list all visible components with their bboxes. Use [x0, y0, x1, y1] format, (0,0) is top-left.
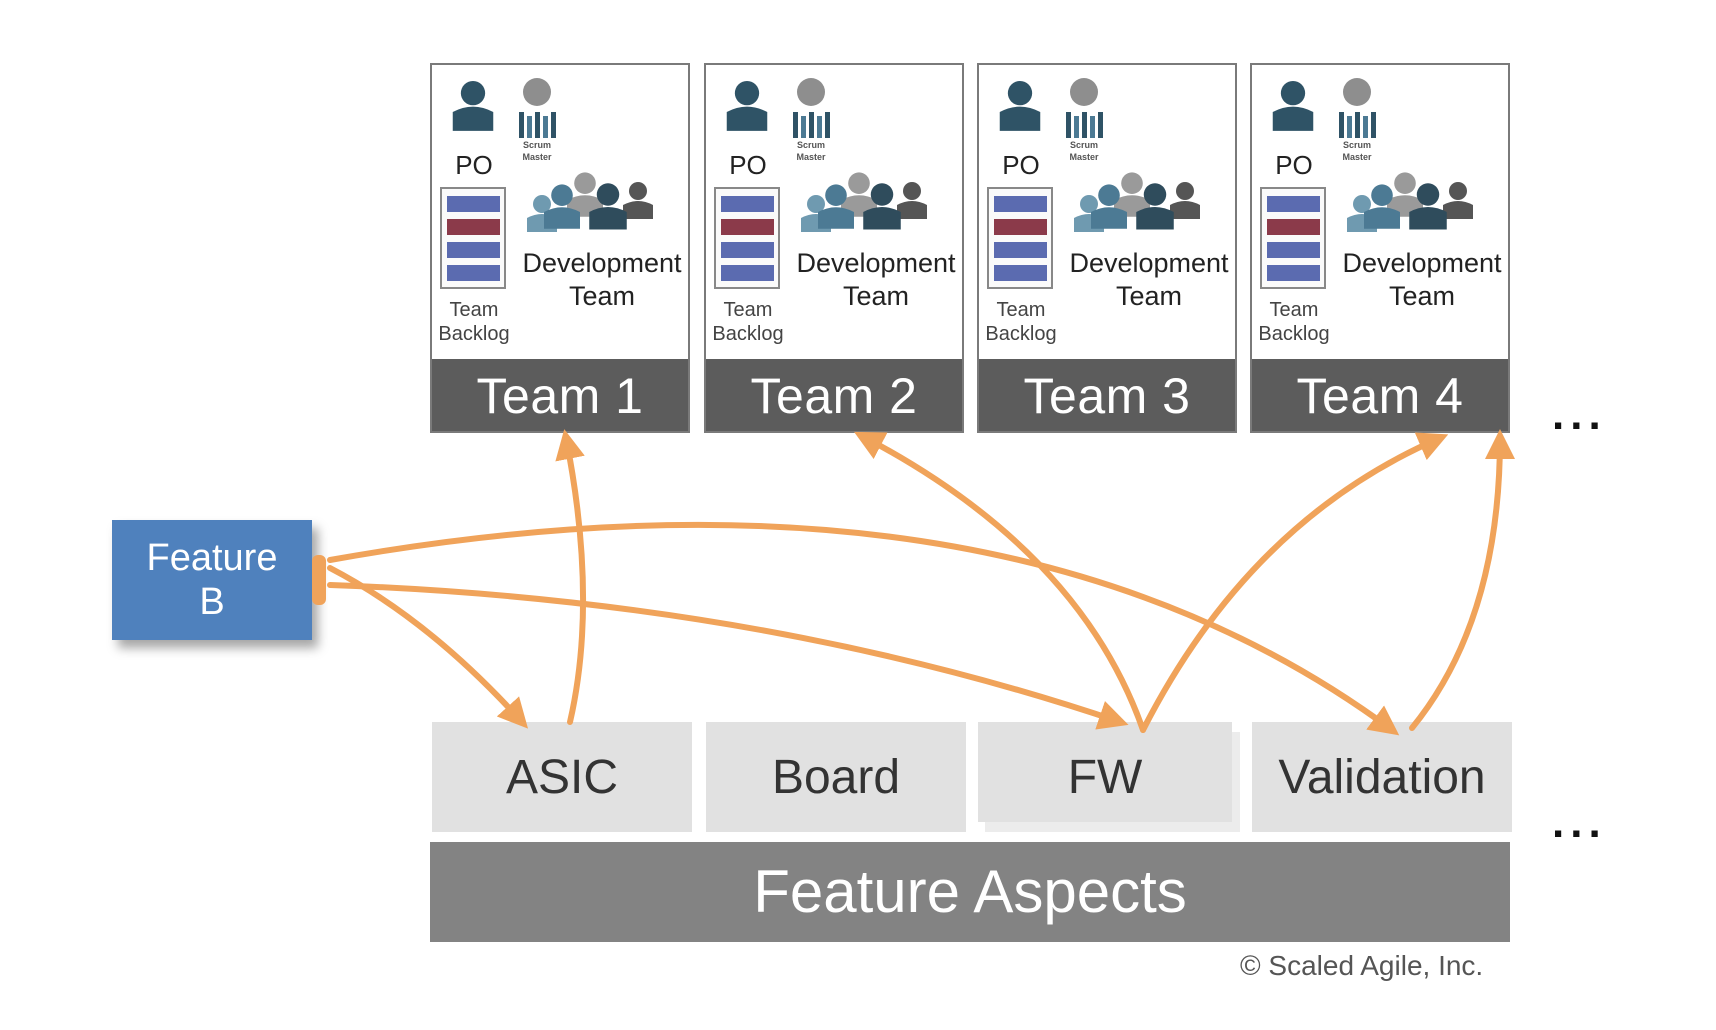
dev-label: Development [1342, 248, 1502, 278]
dev-label: Team [1116, 281, 1182, 311]
aspect-validation: Validation [1252, 722, 1512, 832]
scrum-master-icon [1339, 78, 1376, 138]
aspect-board: Board [706, 722, 966, 832]
scrum-master-label: Master [1069, 152, 1099, 162]
dev-person-icon [623, 182, 653, 219]
team-name: Team 3 [979, 359, 1235, 431]
dev-person-icon [1364, 184, 1400, 229]
team-name: Team 1 [432, 359, 688, 431]
po-label: PO [455, 150, 493, 180]
development-team-icon [801, 172, 927, 232]
dev-person-icon [1170, 182, 1200, 219]
dev-person-icon [863, 183, 901, 230]
po-label: PO [729, 150, 767, 180]
backlog-label: Backlog [1258, 323, 1329, 345]
po-label: PO [1275, 150, 1313, 180]
feature-label-line1: Feature [146, 537, 278, 579]
scrum-master-label: Scrum [1343, 140, 1371, 150]
team-backlog-icon [714, 187, 780, 289]
po-person-icon [452, 80, 494, 131]
dev-person-icon [1443, 182, 1473, 219]
arrow-validation-to-team4b [1409, 429, 1515, 731]
scrum-master-label: Master [796, 152, 826, 162]
team-name: Team 2 [706, 359, 962, 431]
po-person-icon [726, 80, 768, 131]
dev-person-icon [589, 183, 627, 230]
scrum-master-icon [793, 78, 830, 138]
dev-person-icon [818, 184, 854, 229]
feature-connector [312, 555, 326, 605]
arrow-feature-to-validation [327, 521, 1400, 736]
arrow-fw-to-team4a [1140, 432, 1449, 733]
development-team-icon [527, 172, 653, 232]
scrum-master-icon [1066, 78, 1103, 138]
scrum-master-label: Master [522, 152, 552, 162]
backlog-label: Team [450, 299, 499, 321]
scrum-master-label: Scrum [1070, 140, 1098, 150]
dev-person-icon [897, 182, 927, 219]
backlog-label: Team [997, 299, 1046, 321]
team-backlog-icon [1260, 187, 1326, 289]
aspects-ellipsis: ... [1552, 798, 1607, 847]
dev-label: Development [1069, 248, 1229, 278]
team-backlog-icon [987, 187, 1053, 289]
dev-label: Team [1389, 281, 1455, 311]
aspect-fw: FW [978, 722, 1232, 822]
scrum-master-label: Master [1342, 152, 1372, 162]
team-card-1: Team 1 [430, 63, 690, 433]
dev-label: Team [843, 281, 909, 311]
arrow-fw-to-team2 [854, 431, 1146, 733]
feature-aspects-bar: Feature Aspects [430, 842, 1510, 942]
development-team-icon [1074, 172, 1200, 232]
dev-person-icon [544, 184, 580, 229]
team-backlog-icon [440, 187, 506, 289]
backlog-label: Backlog [985, 323, 1056, 345]
teams-ellipsis: ... [1552, 390, 1607, 439]
po-label: PO [1002, 150, 1040, 180]
scrum-master-icon [519, 78, 556, 138]
feature-b-box: Feature B [112, 520, 312, 640]
arrow-asic-to-team1 [555, 429, 587, 725]
backlog-label: Backlog [712, 323, 783, 345]
dev-label: Development [796, 248, 956, 278]
team-card-2: Team 2 [704, 63, 964, 433]
backlog-label: Backlog [438, 323, 509, 345]
dev-person-icon [1136, 183, 1174, 230]
development-team-icon [1347, 172, 1473, 232]
team-name: Team 4 [1252, 359, 1508, 431]
aspect-asic: ASIC [432, 722, 692, 832]
arrow-feature-to-fw [327, 582, 1129, 730]
dev-label: Team [569, 281, 635, 311]
backlog-label: Team [1270, 299, 1319, 321]
po-person-icon [999, 80, 1041, 131]
arrow-feature-to-asic [327, 565, 529, 729]
feature-label-line2: B [199, 581, 225, 623]
dev-person-icon [1091, 184, 1127, 229]
dev-label: Development [522, 248, 682, 278]
copyright-notice: © Scaled Agile, Inc. [1240, 950, 1484, 981]
scrum-master-label: Scrum [797, 140, 825, 150]
po-person-icon [1272, 80, 1314, 131]
backlog-label: Team [724, 299, 773, 321]
dev-person-icon [1409, 183, 1447, 230]
scrum-master-label: Scrum [523, 140, 551, 150]
